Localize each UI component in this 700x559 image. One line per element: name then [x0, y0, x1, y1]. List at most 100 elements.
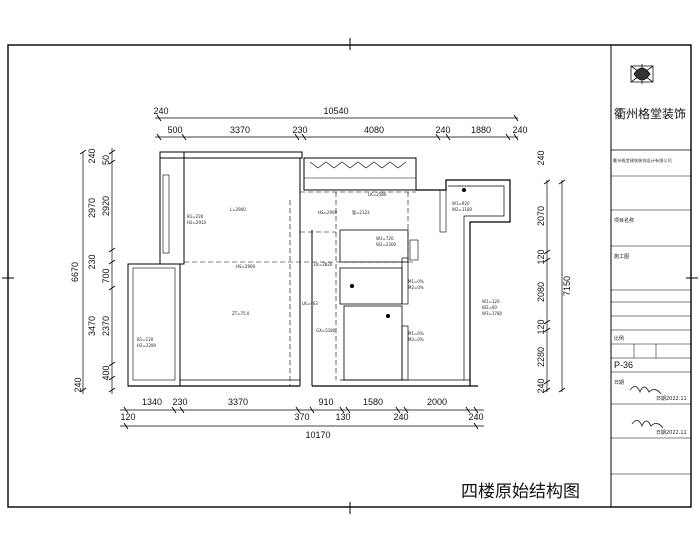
dim-top: 1880 [471, 125, 491, 135]
company-full-name: 衢州格堂建筑装饰设计有限公司 [613, 157, 672, 164]
shaft [409, 239, 419, 261]
company-logo-icon [630, 64, 654, 84]
dim-left-total: 6670 [70, 262, 80, 282]
window-left [162, 174, 170, 254]
note: LK=2580 [368, 192, 387, 197]
dim-bottom: 1340 [142, 397, 162, 407]
signature-1 [629, 386, 662, 395]
title-block: 衢州格堂装饰 衢州格堂建筑装饰设计有限公司 项目名称 施工图 比例 日期 P-3… [611, 64, 691, 475]
note: M1=0% [408, 279, 424, 284]
wall-right-inner [448, 185, 505, 380]
dim-left: 2970 [87, 198, 97, 218]
dim-top: 4080 [364, 125, 384, 135]
dim-right: 2080 [536, 282, 546, 302]
signature-2 [631, 420, 664, 429]
dim-bottom: 130 [335, 412, 350, 422]
note: W2=60 [482, 305, 497, 310]
note: W2=1180 [452, 207, 472, 212]
panel-label: 日期 [614, 380, 624, 386]
balcony-inner [132, 267, 176, 381]
note: M2=0% [408, 285, 424, 290]
panel-label: 比例 [614, 335, 624, 342]
date-1: 日期2022.11 [656, 396, 687, 402]
note: W1=120 [482, 299, 500, 304]
drain-2 [386, 314, 390, 318]
note: M2=0% [408, 337, 424, 342]
panel-label: 施工图 [614, 253, 629, 260]
dim-left: 240 [87, 148, 97, 163]
dim-bottom: 240 [468, 412, 483, 422]
dim-left: 2920 [101, 196, 111, 216]
dim-top: 240 [512, 125, 527, 135]
dim-right: 240 [536, 150, 546, 165]
dim-left: 50 [101, 155, 111, 165]
dim-left: 700 [101, 268, 111, 283]
dim-bottom: 370 [294, 412, 309, 422]
dim-right: 240 [536, 378, 546, 393]
drawing-code: P-36 [614, 360, 633, 370]
dim-top: 230 [292, 125, 307, 135]
dim-right: 2280 [536, 347, 546, 367]
plan-annotations: L=2900 B1=230 H2=2910 HS=2900 ZT=75.0 HS… [137, 192, 502, 348]
room-mid-right [339, 267, 403, 305]
drain-3 [462, 188, 466, 192]
dim-left: 400 [101, 365, 111, 380]
note: ZT=75.0 [232, 311, 250, 316]
dim-left: 3470 [87, 316, 97, 336]
dim-bottom: 240 [393, 412, 408, 422]
room-upper-right [339, 229, 409, 263]
note: H2=2290 [137, 343, 157, 348]
dimension-lines [82, 117, 563, 427]
room-lower-right [343, 305, 403, 381]
stair-steps [309, 161, 407, 169]
dimension-ticks [79, 114, 566, 430]
panel-label: 项目名称 [614, 217, 634, 224]
dim-left: 230 [87, 254, 97, 269]
dim-right: 120 [536, 319, 546, 334]
dim-top: 240 [153, 106, 168, 116]
dim-top: 240 [435, 125, 450, 135]
dim-bottom: 910 [318, 397, 333, 407]
dim-top-total: 10540 [323, 106, 348, 116]
dim-right-total: 7150 [562, 276, 572, 296]
wall-balcony [127, 263, 181, 387]
note: W1=720 [376, 236, 394, 241]
company-brand: 衢州格堂装饰 [614, 106, 686, 121]
note: HS=2900 [236, 264, 256, 269]
dim-top: 3370 [230, 125, 250, 135]
note: M1=0% [408, 331, 424, 336]
note: L=2900 [230, 207, 246, 212]
dim-left: 240 [73, 377, 83, 392]
note: LK=463 [302, 301, 318, 306]
dim-right: 2070 [536, 206, 546, 226]
wall-stub-1 [401, 257, 409, 305]
dim-left: 2370 [101, 316, 111, 336]
note: W3=1780 [482, 311, 502, 316]
stair [303, 157, 417, 191]
note: 管=2123 [352, 209, 370, 215]
wall-stub-2 [401, 325, 409, 381]
note: LK=2826 [314, 262, 333, 267]
note: B1=130 [137, 337, 154, 342]
note: B1=230 [187, 214, 204, 219]
drain-1 [350, 284, 354, 288]
wall-left-upper [159, 151, 185, 265]
dim-bottom: 120 [120, 412, 135, 422]
dim-top: 500 [167, 125, 182, 135]
note: HS=2900 [318, 210, 338, 215]
dim-bottom: 230 [172, 397, 187, 407]
dim-bottom: 1580 [363, 397, 383, 407]
note: H2=2910 [187, 220, 207, 225]
note: W1=920 [452, 201, 470, 206]
dim-right: 120 [536, 249, 546, 264]
dim-bottom: 2000 [427, 397, 447, 407]
note: GX=5180 [316, 328, 336, 333]
note: W2=2300 [376, 242, 396, 247]
date-2: 日期2022.11 [656, 430, 687, 436]
dim-bottom: 3370 [228, 397, 248, 407]
dim-bottom-total: 10170 [305, 430, 330, 440]
window-right [439, 189, 447, 233]
wall-top-left [159, 151, 303, 159]
drawing-title: 四楼原始结构图 [461, 482, 580, 502]
